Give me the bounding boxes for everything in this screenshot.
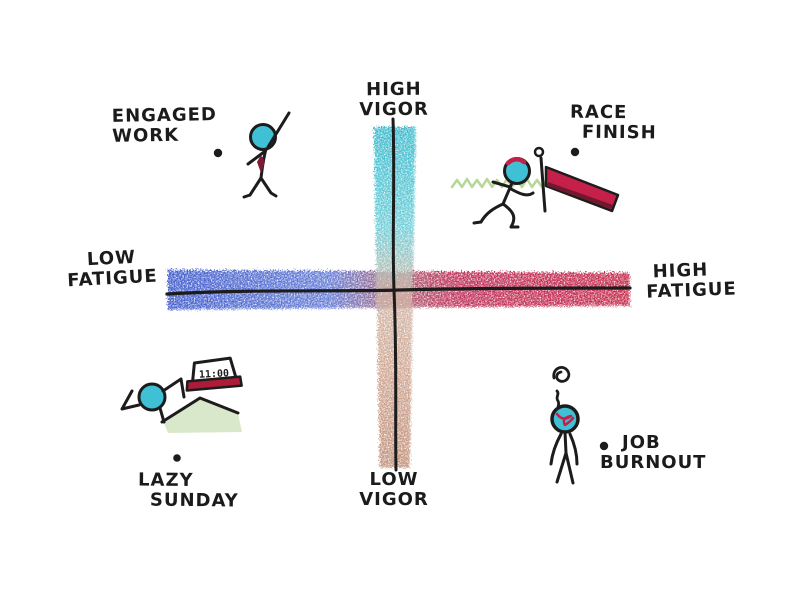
engaged-figure-arm bbox=[246, 150, 266, 166]
axis-label-low-vigor: LOW VIGOR bbox=[338, 469, 450, 511]
flag-pole-top bbox=[533, 146, 545, 158]
runner-legs bbox=[472, 202, 520, 229]
point-dot-race-finish bbox=[570, 147, 580, 157]
blanket-outline bbox=[160, 396, 240, 424]
label-line: ENGAGED bbox=[111, 104, 218, 127]
label-line: SUNDAY bbox=[149, 489, 239, 512]
lazy-figure-head bbox=[137, 382, 167, 412]
label-line: FINISH bbox=[581, 121, 657, 144]
fatigue-axis-line bbox=[165, 286, 632, 296]
axis-label-high-vigor: HIGH VIGOR bbox=[338, 78, 450, 121]
alarm-clock-base bbox=[185, 375, 243, 392]
burnout-figure-torso bbox=[563, 430, 568, 455]
race-finish-scene bbox=[450, 146, 620, 229]
finish-flag bbox=[544, 165, 620, 213]
quadrant-label-race-finish: RACE FINISH bbox=[570, 101, 657, 144]
label-line: BURNOUT bbox=[600, 452, 707, 474]
finish-flag-stripe bbox=[547, 182, 613, 209]
vigor-axis-line bbox=[391, 117, 398, 472]
label-line: LOW bbox=[369, 469, 419, 490]
burnout-head-scribble bbox=[555, 412, 575, 427]
label-line: FATIGUE bbox=[645, 278, 738, 303]
label-line: VIGOR bbox=[359, 489, 429, 511]
job-burnout-figure bbox=[549, 366, 580, 485]
point-dot-job-burnout bbox=[599, 441, 609, 451]
label-line: LAZY bbox=[138, 469, 194, 492]
burnout-figure-legs bbox=[555, 451, 575, 485]
point-dots bbox=[173, 147, 609, 462]
burnout-figure-arms bbox=[549, 432, 579, 466]
lazy-sunday-scene: 11:00 bbox=[120, 356, 243, 433]
lazy-figure-right-elbow bbox=[161, 377, 186, 399]
point-dot-engaged-work bbox=[213, 148, 223, 158]
label-line: RACE bbox=[570, 101, 628, 124]
engaged-figure-raised-arm bbox=[266, 111, 291, 149]
label-line: WORK bbox=[111, 124, 180, 148]
quadrant-label-lazy-sunday: LAZY SUNDAY bbox=[138, 469, 239, 512]
alarm-clock: 11:00 bbox=[185, 356, 243, 392]
engaged-figure-head bbox=[249, 123, 277, 151]
engaged-figure-tie bbox=[257, 155, 265, 173]
point-dot-lazy-sunday bbox=[173, 454, 181, 462]
runner-headband bbox=[505, 157, 527, 166]
label-line: JOB bbox=[622, 432, 661, 453]
grass-icon bbox=[450, 177, 554, 189]
label-line: HIGH bbox=[366, 78, 422, 101]
thought-scribble-icon bbox=[552, 366, 571, 412]
engaged-work-figure bbox=[242, 111, 291, 199]
axis-label-high-fatigue: HIGH FATIGUE bbox=[645, 259, 737, 302]
label-line: VIGOR bbox=[359, 98, 429, 121]
engaged-figure-legs bbox=[242, 176, 278, 199]
lazy-figure-left-elbow bbox=[120, 389, 141, 411]
ink-layer: 11:00 bbox=[120, 111, 632, 485]
quadrant-label-job-burnout: JOB BURNOUT bbox=[600, 432, 707, 474]
axis-label-low-fatigue: LOW FATIGUE bbox=[57, 246, 167, 292]
runner-arms bbox=[491, 180, 535, 197]
quadrant-label-engaged-work: ENGAGED WORK bbox=[111, 104, 218, 148]
blanket-shading bbox=[164, 399, 242, 433]
flag-pole bbox=[539, 156, 547, 213]
